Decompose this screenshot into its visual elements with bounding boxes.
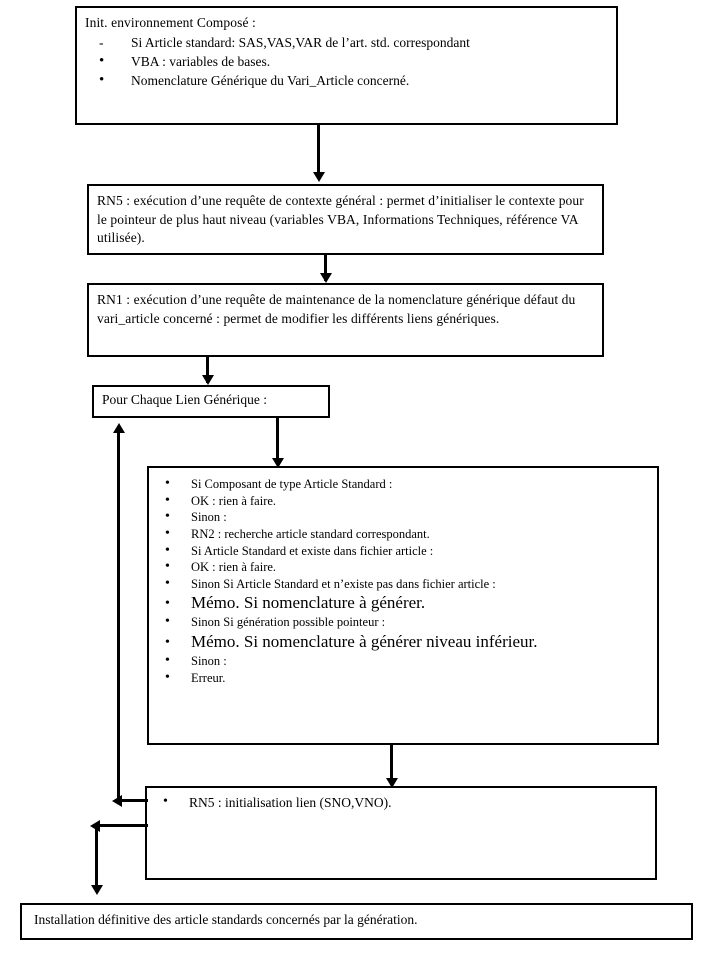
list-item: • Erreur. [149, 670, 657, 687]
list-item: • Sinon : [149, 653, 657, 670]
list-item-label: RN2 : recherche article standard corresp… [191, 526, 430, 541]
list-item: • Nomenclature Générique du Vari_Article… [85, 71, 608, 90]
list-item-label: VBA : variables de bases. [131, 53, 271, 69]
list-item-label: OK : rien à faire. [191, 493, 277, 508]
arrow-head-down-icon [313, 172, 325, 182]
bullet-marker-icon: • [165, 559, 170, 575]
dash-marker-icon: - [99, 34, 104, 50]
bullet-marker-icon: • [165, 596, 170, 612]
connector-boucle-to-traitement [276, 418, 279, 463]
list-item: • Si Article Standard et existe dans fic… [149, 543, 657, 560]
bullet-marker-icon: • [99, 52, 105, 69]
rn5-contexte-text: RN5 : exécution d’une requête de context… [97, 193, 584, 246]
list-item-label: Si Article standard: SAS,VAS,VAR de l’ar… [131, 34, 470, 50]
bullet-marker-icon: • [165, 542, 170, 558]
arrow-head-up-icon [113, 423, 125, 433]
node-boucle-lien-generique[interactable]: Pour Chaque Lien Générique : [92, 385, 330, 418]
list-item-label: Sinon Si génération possible pointeur : [191, 615, 386, 630]
list-item-label: Si Composant de type Article Standard : [191, 477, 393, 491]
bullet-marker-icon: • [165, 635, 170, 651]
list-item-label: Mémo. Si nomenclature à générer. [191, 593, 426, 613]
list-item-label: Sinon : [191, 510, 227, 525]
connector-rn5-to-rn1 [324, 255, 327, 281]
list-item: • Sinon Si Article Standard et n’existe … [149, 576, 657, 593]
list-item: • Sinon Si génération possible pointeur … [149, 614, 657, 631]
bullet-marker-icon: • [165, 492, 170, 508]
feedback-loop-vertical-riser [117, 432, 120, 802]
list-item: • OK : rien à faire. [149, 493, 657, 510]
list-item: • RN5 : initialisation lien (SNO,VNO). [147, 794, 655, 812]
node-rn5-initialisation-lien[interactable]: • RN5 : initialisation lien (SNO,VNO). [145, 786, 657, 880]
node-rn1-maintenance[interactable]: RN1 : exécution d’une requête de mainten… [87, 283, 604, 357]
node-rn5-contexte-general[interactable]: RN5 : exécution d’une requête de context… [87, 184, 604, 255]
bullet-marker-icon: • [165, 653, 170, 669]
node-boucle-lien-body: Pour Chaque Lien Générique : [94, 387, 328, 414]
list-item: - Si Article standard: SAS,VAS,VAR de l’… [85, 33, 608, 52]
list-item-label: Nomenclature Générique du Vari_Article c… [131, 72, 410, 88]
list-item: • Mémo. Si nomenclature à générer. [149, 592, 657, 614]
bullet-marker-icon: • [165, 476, 170, 491]
node-installation-body: Installation définitive des article stan… [22, 905, 691, 936]
connector-traitement-to-rn5init [390, 745, 393, 785]
list-item: • VBA : variables de bases. [85, 52, 608, 71]
rn5-init-item-list: • RN5 : initialisation lien (SNO,VNO). [147, 794, 655, 812]
connector-rn1-to-boucle [206, 357, 209, 383]
arrow-head-down-icon [320, 273, 332, 283]
node-rn1-maintenance-body: RN1 : exécution d’une requête de mainten… [89, 285, 602, 332]
init-item-list: - Si Article standard: SAS,VAS,VAR de l’… [85, 33, 608, 90]
list-item-label: OK : rien à faire. [191, 560, 277, 575]
node-init-environnement-body: Init. environnement Composé : - Si Artic… [77, 8, 616, 94]
list-item: • Mémo. Si nomenclature à générer niveau… [149, 631, 657, 653]
boucle-lien-label: Pour Chaque Lien Générique : [102, 392, 267, 407]
arrow-head-down-icon [202, 375, 214, 385]
list-item: • Sinon : [149, 509, 657, 526]
bullet-marker-icon: • [163, 794, 168, 809]
rn1-maintenance-text: RN1 : exécution d’une requête de mainten… [97, 292, 576, 326]
list-item-label: Sinon Si Article Standard et n’existe pa… [191, 576, 496, 591]
bullet-marker-icon: • [165, 509, 170, 525]
bullet-marker-icon: • [165, 575, 170, 591]
list-item-label: Mémo. Si nomenclature à générer niveau i… [191, 632, 538, 652]
bullet-marker-icon: • [165, 669, 170, 685]
bullet-marker-icon: • [165, 614, 170, 630]
node-init-environnement[interactable]: Init. environnement Composé : - Si Artic… [75, 6, 618, 125]
node-installation-definitive[interactable]: Installation définitive des article stan… [20, 903, 693, 940]
node-rn5-contexte-body: RN5 : exécution d’une requête de context… [89, 186, 602, 252]
node-traitement-lien[interactable]: • Si Composant de type Article Standard … [147, 466, 659, 745]
init-heading: Init. environnement Composé : [85, 15, 256, 30]
bullet-marker-icon: • [99, 71, 105, 88]
installation-label: Installation définitive des article stan… [34, 912, 418, 927]
list-item: • Si Composant de type Article Standard … [149, 476, 657, 493]
list-item-label: Sinon : [191, 654, 227, 669]
exit-path-vertical [95, 824, 98, 892]
list-item-label: Erreur. [191, 670, 226, 685]
connector-init-to-rn5 [317, 125, 320, 177]
list-item: • OK : rien à faire. [149, 559, 657, 576]
node-rn5-init-body: • RN5 : initialisation lien (SNO,VNO). [147, 788, 655, 812]
list-item-label: Si Article Standard et existe dans fichi… [191, 543, 434, 558]
list-item: • RN2 : recherche article standard corre… [149, 526, 657, 543]
exit-path-horizontal [96, 824, 148, 827]
traitement-item-list: • Si Composant de type Article Standard … [149, 476, 657, 686]
list-item-label: RN5 : initialisation lien (SNO,VNO). [189, 795, 392, 810]
arrow-head-down-icon [272, 458, 284, 468]
feedback-loop-horizontal-upper [118, 799, 148, 802]
arrow-head-down-icon [386, 778, 398, 788]
node-traitement-lien-body: • Si Composant de type Article Standard … [149, 468, 657, 686]
arrow-head-down-icon [91, 885, 103, 895]
bullet-marker-icon: • [165, 525, 170, 541]
